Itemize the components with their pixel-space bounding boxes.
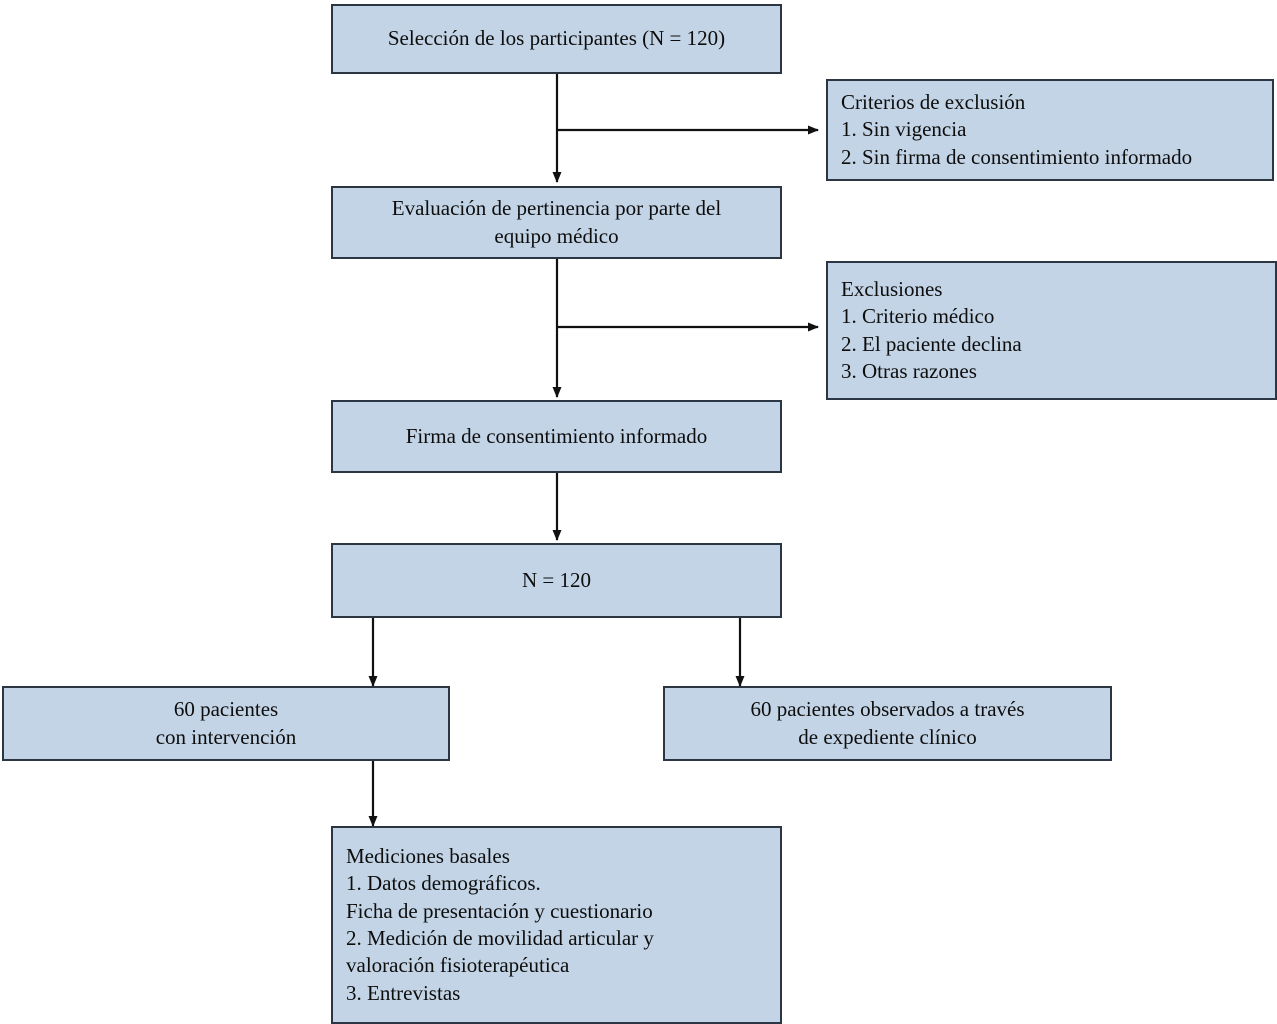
node-mediciones-item-2: 2. Medición de movilidad articular y (346, 926, 654, 950)
node-total-n[interactable]: N = 120 (331, 543, 782, 618)
node-seleccion-line-1: Selección de los participantes (N = 120) (387, 26, 726, 51)
node-grupo-intervencion-line-2: con intervención (155, 724, 297, 749)
node-criterios-exclusion-item-2: 2. Sin firma de consentimiento informado (841, 144, 1193, 169)
node-evaluacion-pertinencia[interactable]: Evaluación de pertinencia por parte del … (331, 186, 782, 259)
node-grupo-intervencion-line-1: 60 pacientes (173, 697, 279, 722)
node-evaluacion-line-2: equipo médico (494, 223, 619, 248)
node-criterios-exclusion[interactable]: Criterios de exclusión 1. Sin vigencia 2… (826, 79, 1274, 181)
node-grupo-expediente-line-1: 60 pacientes observados a través (750, 697, 1025, 722)
node-mediciones-item-1-cont: Ficha de presentación y cuestionario (346, 898, 653, 923)
node-criterios-exclusion-item-1: 1. Sin vigencia (841, 117, 967, 142)
node-exclusiones-heading: Exclusiones (841, 276, 943, 301)
node-exclusiones-item-3: 3. Otras razones (841, 358, 977, 383)
node-criterios-exclusion-heading: Criterios de exclusión (841, 90, 1026, 115)
node-exclusiones-item-1: 1. Criterio médico (841, 304, 995, 329)
node-firma-consentimiento[interactable]: Firma de consentimiento informado (331, 400, 782, 473)
node-mediciones-item-1: 1. Datos demográficos. (346, 871, 541, 896)
node-grupo-expediente-line-2: de expediente clínico (798, 724, 977, 749)
node-total-line-1: N = 120 (521, 567, 591, 592)
node-mediciones-item-3: 3. Entrevistas (346, 980, 461, 1005)
node-exclusiones[interactable]: Exclusiones 1. Criterio médico 2. El pac… (826, 261, 1277, 400)
node-firma-line-1: Firma de consentimiento informado (405, 423, 708, 448)
node-mediciones-heading: Mediciones basales (346, 844, 510, 869)
node-mediciones-item-2-cont: valoración fisioterapéutica (346, 953, 570, 978)
node-mediciones-basales[interactable]: Mediciones basales 1. Datos demográficos… (331, 826, 782, 1024)
node-evaluacion-line-1: Evaluación de pertinencia por parte del (391, 196, 722, 221)
node-exclusiones-item-2: 2. El paciente declina (841, 331, 1022, 356)
node-seleccion-participantes[interactable]: Selección de los participantes (N = 120) (331, 4, 782, 74)
node-grupo-expediente[interactable]: 60 pacientes observados a través de expe… (663, 686, 1112, 761)
node-grupo-intervencion[interactable]: 60 pacientes con intervención (2, 686, 450, 761)
